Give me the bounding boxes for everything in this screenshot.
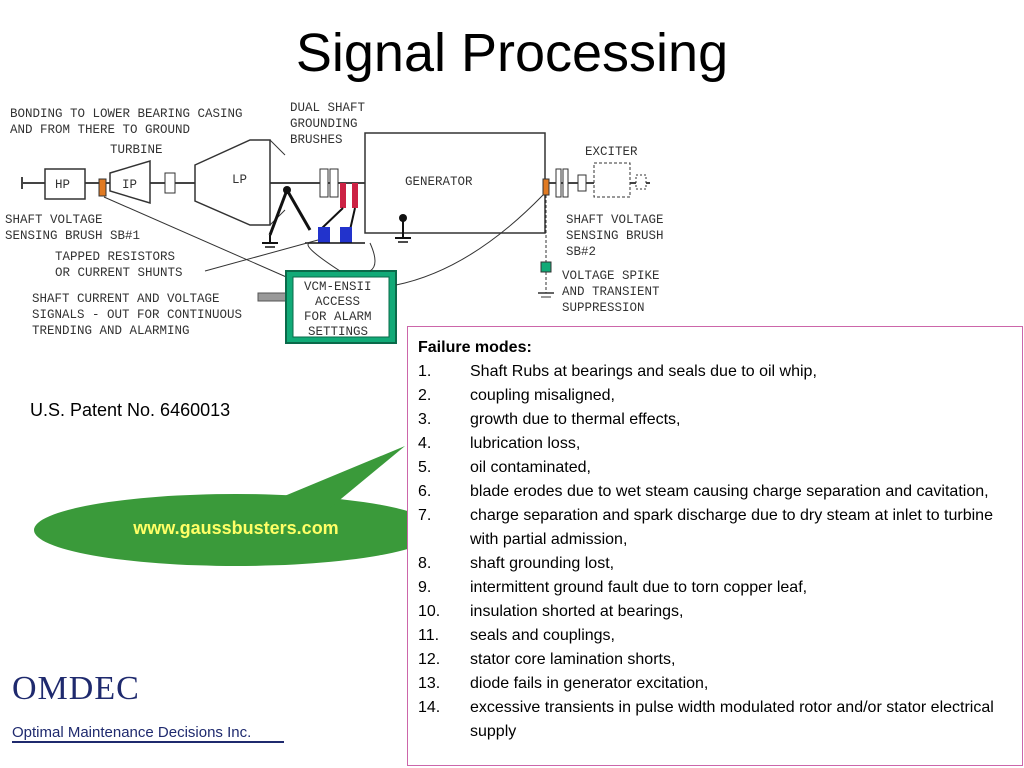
failure-mode-text: insulation shorted at bearings, — [470, 603, 684, 620]
failure-mode-text: seals and couplings, — [470, 627, 615, 644]
failure-mode-number: 13. — [418, 675, 441, 692]
failure-mode-number: 9. — [418, 579, 432, 596]
failure-mode-text: lubrication loss, — [470, 435, 581, 452]
failure-mode-item: 5. oil contaminated, — [418, 456, 1012, 480]
label-dual-shaft-2: GROUNDING — [290, 117, 358, 131]
failure-mode-item: 1. Shaft Rubs at bearings and seals due t… — [418, 360, 1012, 384]
failure-mode-item: 9. intermittent ground fault due to torn … — [418, 576, 1012, 600]
failure-modes-title: Failure modes: — [418, 339, 532, 356]
failure-mode-number: 7. — [418, 507, 432, 524]
failure-mode-number: 14. — [418, 699, 441, 716]
label-dual-shaft-1: DUAL SHAFT — [290, 101, 366, 115]
label-bonding-1: BONDING TO LOWER BEARING CASING — [10, 107, 243, 121]
failure-mode-text: blade erodes due to wet steam causing ch… — [470, 483, 989, 500]
failure-mode-number: 10. — [418, 603, 441, 620]
sensing-brush-sb2 — [542, 178, 550, 196]
failure-mode-number: 3. — [418, 411, 432, 428]
failure-mode-number: 6. — [418, 483, 432, 500]
failure-mode-number: 4. — [418, 435, 432, 452]
failure-mode-number: 2. — [418, 387, 432, 404]
slide-title: Signal Processing — [295, 23, 729, 83]
label-lp: LP — [232, 173, 247, 187]
failure-mode-item: 7. charge separation and spark discharge … — [418, 504, 1012, 552]
failure-mode-text: Shaft Rubs at bearings and seals due to … — [470, 363, 817, 380]
failure-mode-item: 2. coupling misaligned, — [418, 384, 1012, 408]
failure-mode-item: 6. blade erodes due to wet steam causing … — [418, 480, 1012, 504]
failure-mode-item: 11. seals and couplings, — [418, 624, 1012, 648]
failure-mode-text: charge separation and spark discharge du… — [470, 507, 993, 548]
label-vcm-3: FOR ALARM — [304, 310, 372, 324]
failure-mode-item: 3. growth due to thermal effects, — [418, 408, 1012, 432]
failure-mode-item: 13. diode fails in generator excitation, — [418, 672, 1012, 696]
failure-mode-item: 14. excessive transients in pulse width m… — [418, 696, 1012, 744]
label-spike-3: SUPPRESSION — [562, 301, 645, 315]
label-vcm-2: ACCESS — [315, 295, 360, 309]
label-spike-2: AND TRANSIENT — [562, 285, 660, 299]
failure-mode-item: 8. shaft grounding lost, — [418, 552, 1012, 576]
label-spike-1: VOLTAGE SPIKE — [562, 269, 660, 283]
failure-mode-item: 10. insulation shorted at bearings, — [418, 600, 1012, 624]
grounding-brush-red-1 — [340, 183, 346, 208]
tagline-underline — [12, 741, 284, 743]
failure-mode-number: 8. — [418, 555, 432, 572]
failure-mode-number: 1. — [418, 363, 432, 380]
label-dual-shaft-3: BRUSHES — [290, 133, 343, 147]
failure-mode-text: growth due to thermal effects, — [470, 411, 681, 428]
omdec-logo: OMDEC — [12, 670, 140, 707]
label-ip: IP — [122, 178, 137, 192]
label-vcm-4: SETTINGS — [308, 325, 368, 339]
shaft-grounding-diagram: BONDING TO LOWER BEARING CASING AND FROM… — [5, 101, 664, 344]
label-vcm-1: VCM-ENSII — [304, 280, 372, 294]
label-sb2-3: SB#2 — [566, 245, 596, 259]
label-sb1-1: SHAFT VOLTAGE — [5, 213, 103, 227]
failure-mode-text: shaft grounding lost, — [470, 555, 615, 572]
label-sb1-2: SENSING BRUSH SB#1 — [5, 229, 140, 243]
hp-turbine — [44, 168, 86, 200]
failure-mode-item: 12. stator core lamination shorts, — [418, 648, 1012, 672]
label-signals-2: SIGNALS - OUT FOR CONTINUOUS — [32, 308, 242, 322]
failure-mode-text: intermittent ground fault due to torn co… — [470, 579, 808, 596]
failure-mode-number: 5. — [418, 459, 432, 476]
failure-mode-text: oil contaminated, — [470, 459, 591, 476]
failure-mode-text: coupling misaligned, — [470, 387, 615, 404]
label-sb2-1: SHAFT VOLTAGE — [566, 213, 664, 227]
grounding-brush-red-2 — [352, 183, 358, 208]
label-signals-3: TRENDING AND ALARMING — [32, 324, 190, 338]
website-link[interactable]: www.gaussbusters.com — [133, 518, 339, 538]
callout-bubble — [34, 446, 438, 566]
label-generator: GENERATOR — [405, 175, 473, 189]
patent-number: U.S. Patent No. 6460013 — [30, 400, 231, 420]
failure-mode-item: 4. lubrication loss, — [418, 432, 1012, 456]
resistor-block-2 — [340, 227, 352, 243]
label-turbine: TURBINE — [110, 143, 163, 157]
company-tagline: Optimal Maintenance Decisions Inc. — [12, 724, 252, 741]
label-tapped-1: TAPPED RESISTORS — [55, 250, 175, 264]
exciter — [593, 162, 631, 198]
ip-turbine — [109, 159, 151, 205]
failure-mode-text: stator core lamination shorts, — [470, 651, 676, 668]
label-hp: HP — [55, 178, 70, 192]
sensing-brush-sb1 — [98, 178, 107, 197]
failure-mode-text: excessive transients in pulse width modu… — [470, 699, 994, 740]
label-tapped-2: OR CURRENT SHUNTS — [55, 266, 183, 280]
label-exciter: EXCITER — [585, 145, 638, 159]
spike-suppressor — [540, 261, 552, 273]
failure-mode-number: 11. — [418, 627, 440, 644]
label-sb2-2: SENSING BRUSH — [566, 229, 664, 243]
label-signals-1: SHAFT CURRENT AND VOLTAGE — [32, 292, 220, 306]
resistor-block-1 — [318, 227, 330, 243]
failure-modes-list: 1. Shaft Rubs at bearings and seals due t… — [418, 360, 1012, 744]
label-bonding-2: AND FROM THERE TO GROUND — [10, 123, 190, 137]
failure-modes-box: Failure modes: 1. Shaft Rubs at bearings … — [407, 326, 1023, 766]
failure-mode-text: diode fails in generator excitation, — [470, 675, 709, 692]
failure-mode-number: 12. — [418, 651, 441, 668]
